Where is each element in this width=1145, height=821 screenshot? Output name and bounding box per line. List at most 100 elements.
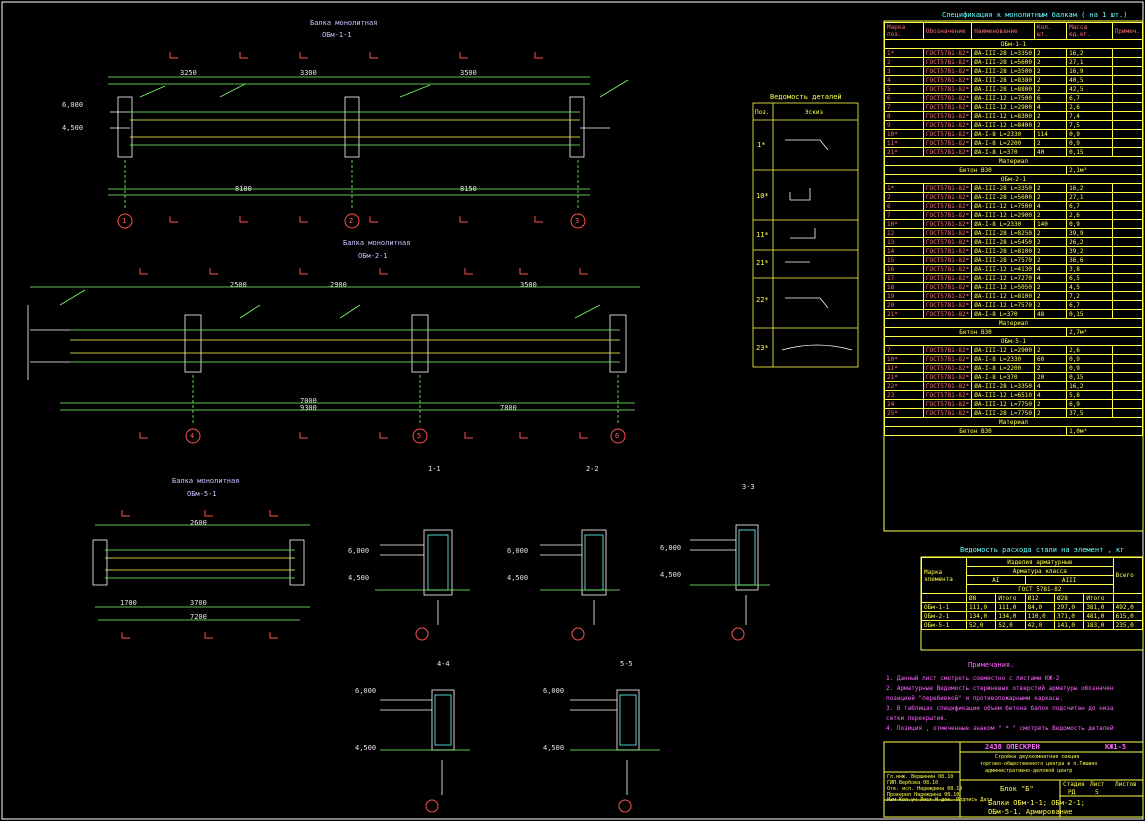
- axis-bubble-4: 4: [190, 432, 195, 440]
- spec-cell: [1111, 75, 1144, 85]
- steel-cell: 235,0: [1112, 620, 1144, 630]
- notes-list: 1. Данный лист смотреть совместно с лист…: [886, 676, 1114, 736]
- sections-drawing: [375, 524, 770, 795]
- spec-cell: [1111, 57, 1144, 67]
- spec-cell: 27,1: [1066, 57, 1113, 67]
- spec-cell: 2: [884, 192, 924, 202]
- spec-cell: ØA-III-28 L=7750: [971, 408, 1035, 418]
- spec-cell: 40,5: [1066, 75, 1113, 85]
- spec-cell: ГОСТ5781-82*: [922, 363, 973, 373]
- spec-cell: [1111, 48, 1144, 58]
- steel-cell: ОБм-1-1: [921, 602, 967, 612]
- spec-cell: 60: [1033, 354, 1068, 364]
- spec-cell: 1*: [884, 183, 924, 193]
- steel-col-0: Ø8: [965, 593, 997, 603]
- bending-row-23: 23*: [756, 344, 769, 352]
- spec-cell: [1111, 345, 1144, 355]
- spec-material-value: 2,1м³: [1066, 165, 1143, 175]
- spec-material-header: Материал: [884, 318, 1143, 328]
- spec-cell: 2: [1033, 291, 1068, 301]
- spec-cell: ØA-III-28 L=3350: [971, 48, 1035, 58]
- spec-cell: ØA-I-8 L=2330: [971, 129, 1035, 139]
- spec-cell: [1111, 183, 1144, 193]
- spec-cell: 18: [884, 282, 924, 292]
- spec-cell: ØA-III-12 L=2900: [971, 102, 1035, 112]
- steel-cell: ОБм-5-1: [921, 620, 967, 630]
- stamp-person-row: Отв. исп. Надеждина 08.10: [887, 786, 963, 792]
- spec-cell: ГОСТ5781-82*: [922, 57, 973, 67]
- spec-cell: [1111, 219, 1144, 229]
- stamp-sheet-h: Лист: [1090, 781, 1105, 788]
- spec-cell: 22*: [884, 381, 924, 391]
- spec-cell: 2: [1033, 48, 1068, 58]
- beam-2-dim-c: 3500: [520, 281, 537, 289]
- spec-cell: ГОСТ5781-82*: [922, 102, 973, 112]
- beam-3-dim-b: 1700: [120, 599, 137, 607]
- axis-bubble-6: 6: [615, 432, 620, 440]
- steel-cell: 492,0: [1112, 602, 1144, 612]
- beam-2-drawing: [27, 286, 640, 425]
- spec-cell: [1111, 237, 1144, 247]
- bending-row-11: 11*: [756, 231, 769, 239]
- spec-cell: ØA-III-28 L=8100: [971, 246, 1035, 256]
- spec-cell: 4: [1033, 381, 1068, 391]
- spec-group-1: ОБм-2-1: [884, 174, 1143, 184]
- beam-3-dim-d: 7200: [190, 613, 207, 621]
- spec-cell: ØA-III-28 L=5450: [971, 237, 1035, 247]
- stamp-project-3: административно-деловой центр: [985, 768, 1073, 774]
- steel-cell: 84,0: [1024, 602, 1055, 612]
- steel-col-blank: [921, 593, 967, 603]
- spec-cell: ØA-III-28 L=5600: [971, 57, 1035, 67]
- spec-cell: ØA-III-28 L=7570: [971, 255, 1035, 265]
- spec-cell: 2: [1033, 183, 1068, 193]
- beam-2-axes: [139, 268, 626, 444]
- stamp-sheets-h: Листов: [1115, 781, 1137, 788]
- notes-title: Примечания.: [968, 661, 1015, 669]
- spec-header-0: Марка поз.: [884, 22, 924, 40]
- spec-cell: 25*: [884, 408, 924, 418]
- spec-cell: 2: [1033, 399, 1068, 409]
- steel-col-4: Итого: [1083, 593, 1114, 603]
- spec-cell: 7,4: [1066, 111, 1113, 121]
- spec-cell: ØA-III-12 L=7750: [971, 399, 1035, 409]
- spec-cell: 20: [884, 300, 924, 310]
- spec-cell: 39,9: [1066, 228, 1113, 238]
- steel-h-gost: ГОСТ 5781-82: [966, 584, 1114, 594]
- axis-bubble-1: 1: [122, 217, 127, 225]
- spec-cell: ØA-III-12 L=2900: [971, 345, 1035, 355]
- spec-cell: ØA-I-8 L=2330: [971, 354, 1035, 364]
- section-4-4-label: 4-4: [437, 660, 450, 668]
- spec-cell: ГОСТ5781-82*: [922, 408, 973, 418]
- spec-cell: 10*: [884, 354, 924, 364]
- spec-cell: ГОСТ5781-82*: [922, 120, 973, 130]
- spec-cell: 2,6: [1066, 210, 1113, 220]
- spec-cell: ØA-III-12 L=7500: [971, 93, 1035, 103]
- steel-col-1: Итого: [995, 593, 1026, 603]
- spec-cell: 7: [884, 210, 924, 220]
- section-1-elev-top: 6,000: [348, 547, 370, 555]
- spec-cell: [1111, 84, 1144, 94]
- spec-cell: ØA-III-28 L=8800: [971, 84, 1035, 94]
- spec-cell: [1111, 147, 1144, 157]
- spec-cell: ØA-III-28 L=3350: [971, 381, 1035, 391]
- spec-cell: 24: [884, 399, 924, 409]
- bending-row-10: 10*: [756, 192, 769, 200]
- spec-cell: [1111, 354, 1144, 364]
- spec-cell: 21*: [884, 147, 924, 157]
- beam-3-drawing: [92, 524, 310, 621]
- beam-1-drawing: [108, 76, 629, 210]
- spec-cell: 2,6: [1066, 345, 1113, 355]
- spec-header-2: Наименование: [971, 22, 1035, 40]
- spec-cell: 4: [1033, 102, 1068, 112]
- spec-cell: [1111, 129, 1144, 139]
- stamp-stage-h: Стадия: [1063, 781, 1085, 788]
- spec-cell: ГОСТ5781-82*: [922, 111, 973, 121]
- spec-cell: [1111, 102, 1144, 112]
